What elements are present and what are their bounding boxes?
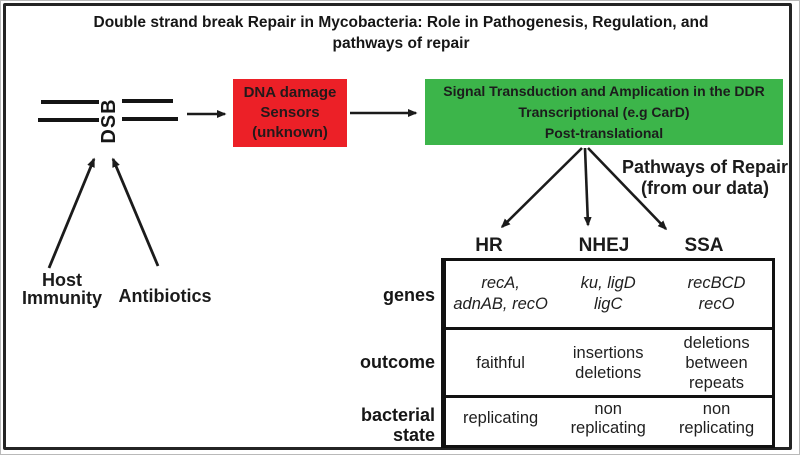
arrow-antibiotics-to-dsb (111, 157, 160, 267)
pathway-header-nhej: NHEJ (578, 235, 630, 256)
arrow-host-immunity-to-dsb (47, 157, 96, 269)
table-row-bacterial-state: replicating non replicating non replicat… (446, 398, 772, 439)
row-label-genes: genes (382, 285, 435, 305)
table-row-genes: recA, adnAB, recO ku, ligD ligC recBCD r… (446, 261, 772, 330)
repair-pathways-table: recA, adnAB, recO ku, ligD ligC recBCD r… (441, 258, 775, 448)
dna-damage-sensors-box: DNA damage Sensors (unknown) (233, 79, 347, 147)
table-row-outcome: faithful insertions deletions deletions … (446, 330, 772, 398)
cell-genes-hr: recA, adnAB, recO (453, 274, 548, 313)
dsb-label: DSB (98, 98, 120, 144)
arrow-signal-to-hr (500, 147, 583, 229)
row-label-outcome: outcome (359, 352, 435, 372)
pathway-header-ssa: SSA (684, 235, 724, 256)
cell-outcome-nhej: insertions deletions (572, 343, 644, 382)
pathway-header-hr: HR (475, 235, 503, 256)
cause-host-immunity: Host Immunity (21, 270, 102, 308)
figure-title: Double strand break Repair in Mycobacter… (93, 14, 709, 52)
row-label-bacterial-state: bacterial state (360, 405, 435, 445)
cell-outcome-ssa: deletions between repeats (683, 333, 750, 392)
pathways-of-repair-label: Pathways of Repair (from our data) (621, 157, 789, 198)
cause-antibiotics: Antibiotics (118, 286, 212, 306)
cell-state-nhej: non replicating (570, 399, 646, 437)
cell-state-ssa: non replicating (678, 399, 755, 437)
cell-state-hr: replicating (462, 409, 539, 427)
signal-transduction-box: Signal Transduction and Amplication in t… (425, 79, 783, 145)
cell-outcome-hr: faithful (476, 353, 525, 372)
arrow-signal-to-ssa (587, 147, 668, 231)
arrow-signal-to-nhej (583, 147, 592, 227)
cell-genes-ssa: recBCD recO (687, 274, 746, 313)
cell-genes-nhej: ku, ligD ligC (580, 274, 636, 313)
